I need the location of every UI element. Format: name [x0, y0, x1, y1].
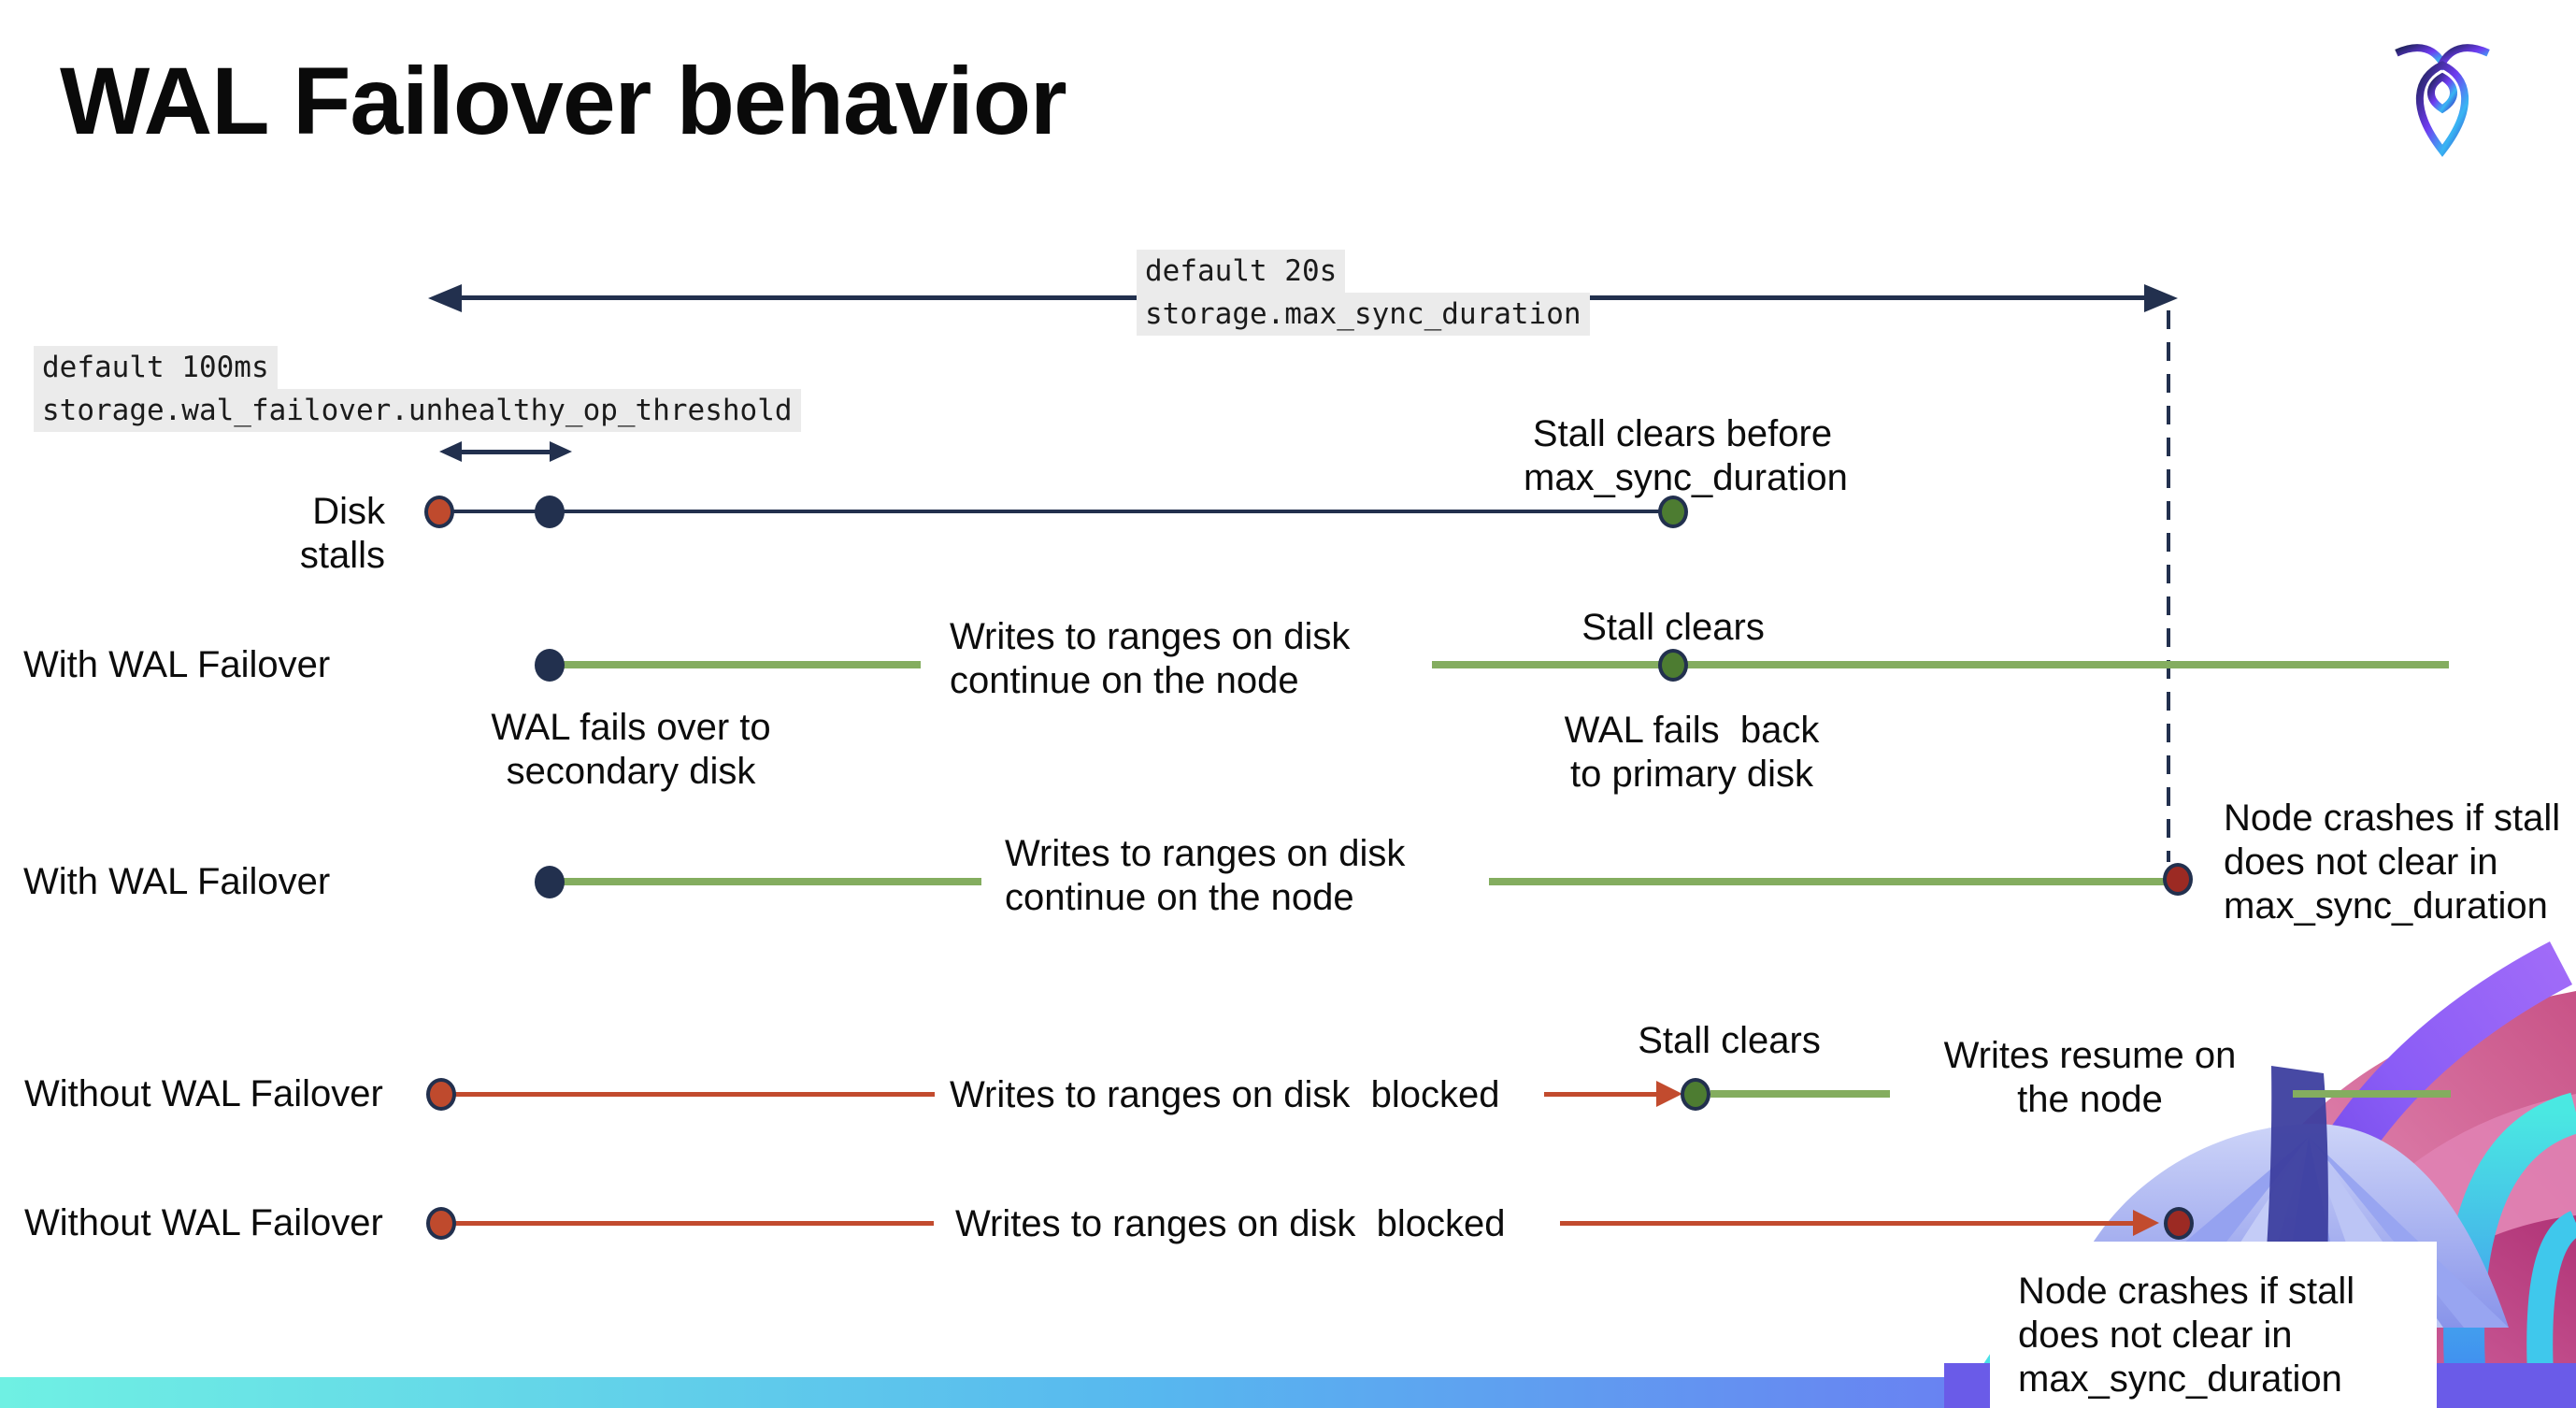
annotation-stall-clears-without: Stall clears [1638, 1020, 1821, 1061]
annotation-writes-blocked-1: Writes to ranges on disk blocked [950, 1074, 1500, 1115]
annotation-line: secondary disk [506, 751, 756, 792]
annotation-line: the node [2017, 1079, 2163, 1120]
annotation-line: Node crashes if stall [2018, 1271, 2355, 1312]
annotation-line: Stall clears before [1532, 413, 1833, 454]
annotation-writes-continue-1: Writes to ranges on disk continue on the… [950, 615, 1350, 703]
stall-start-dot-2 [426, 1078, 456, 1111]
writes-blocked-line-2b [1560, 1221, 2137, 1226]
writes-resume-line-1a [1710, 1090, 1890, 1098]
failover-dot-1 [535, 649, 565, 682]
failback-dot [1658, 649, 1688, 682]
disk-stalls-timeline [439, 510, 1671, 513]
annotation-line: Node crashes if stall [2224, 797, 2561, 839]
annotation-line: continue on the node [950, 660, 1299, 701]
cockroach-logo-icon [2395, 44, 2490, 157]
max-sync-deadline-dashed-line [2167, 310, 2170, 862]
annotation-stall-clears-mid: Stall clears [1581, 607, 1765, 648]
node-crashes-callout: Node crashes if stall does not clear in … [1990, 1242, 2437, 1408]
annotation-wal-fails-back: WAL fails back to primary disk [1542, 709, 1841, 797]
stall-clear-dot [1658, 496, 1688, 528]
stall-clear-dot-2 [1681, 1078, 1710, 1111]
writes-continue-line-1a [563, 661, 921, 668]
writes-blocked-line-2a [449, 1221, 934, 1226]
annotation-line: to primary disk [1569, 754, 1814, 795]
annotation-writes-continue-2: Writes to ranges on disk continue on the… [1005, 832, 1405, 920]
annotation-node-crashes-without: Node crashes if stall does not clear in … [2018, 1270, 2354, 1401]
annotation-stall-clears-before: Stall clears before max_sync_duration [1524, 412, 1848, 500]
annotation-line: does not clear in [2224, 841, 2498, 883]
arrowhead-right-small-icon [550, 441, 572, 462]
writes-resume-line-1b [2293, 1090, 2451, 1098]
red-arrowhead-icon [1656, 1081, 1682, 1107]
failover-dot-2 [535, 866, 565, 898]
page-title: WAL Failover behavior [60, 48, 1067, 154]
annotation-wal-fails-over: WAL fails over to secondary disk [477, 706, 785, 794]
annotation-line: continue on the node [1005, 877, 1354, 918]
writes-continue-line-2a [563, 878, 981, 885]
stall-start-dot [424, 496, 454, 528]
threshold-dot [535, 496, 565, 528]
unhealthy-op-setting-label: storage.wal_failover.unhealthy_op_thresh… [34, 389, 801, 432]
max-sync-default-label: default 20s [1137, 250, 1346, 293]
writes-continue-line-1b [1432, 661, 2449, 668]
annotation-line: max_sync_duration [1524, 457, 1848, 498]
annotation-line: does not clear in [2018, 1315, 2293, 1356]
annotation-line: Writes to ranges on disk [950, 616, 1351, 657]
annotation-line: WAL fails over to [491, 707, 771, 748]
row-label-without-wal-failover-1: Without WAL Failover [24, 1073, 383, 1114]
row-label-with-wal-failover-2: With WAL Failover [23, 861, 331, 902]
annotation-node-crashes-wal: Node crashes if stall does not clear in … [2224, 797, 2576, 928]
stall-start-dot-3 [426, 1207, 456, 1240]
annotation-writes-blocked-2: Writes to ranges on disk blocked [955, 1203, 1506, 1244]
annotation-writes-resume: Writes resume on the node [1936, 1034, 2244, 1122]
unhealthy-op-span-line [456, 450, 553, 454]
arrowhead-left-small-icon [439, 441, 462, 462]
max-sync-setting-label: storage.max_sync_duration [1137, 293, 1590, 336]
row-label-with-wal-failover-1: With WAL Failover [23, 644, 331, 685]
node-crash-dot-1 [2163, 863, 2193, 896]
red-arrowhead-icon [2133, 1210, 2159, 1236]
arrowhead-left-icon [428, 284, 462, 312]
writes-continue-line-2b [1489, 878, 2170, 885]
annotation-line: max_sync_duration [2224, 885, 2548, 927]
annotation-line: Writes to ranges on disk [1005, 833, 1406, 874]
node-crash-dot-2 [2164, 1207, 2194, 1240]
writes-blocked-line-1a [449, 1092, 935, 1097]
annotation-line: Writes resume on [1943, 1035, 2237, 1076]
writes-blocked-line-1b [1544, 1092, 1660, 1097]
row-label-without-wal-failover-2: Without WAL Failover [24, 1202, 383, 1243]
arrowhead-right-icon [2144, 284, 2178, 312]
row-label-disk-stalls: Disk stalls [299, 491, 385, 576]
annotation-line: max_sync_duration [2018, 1358, 2342, 1400]
annotation-line: WAL fails back [1564, 710, 1820, 751]
unhealthy-op-default-label: default 100ms [34, 346, 278, 389]
